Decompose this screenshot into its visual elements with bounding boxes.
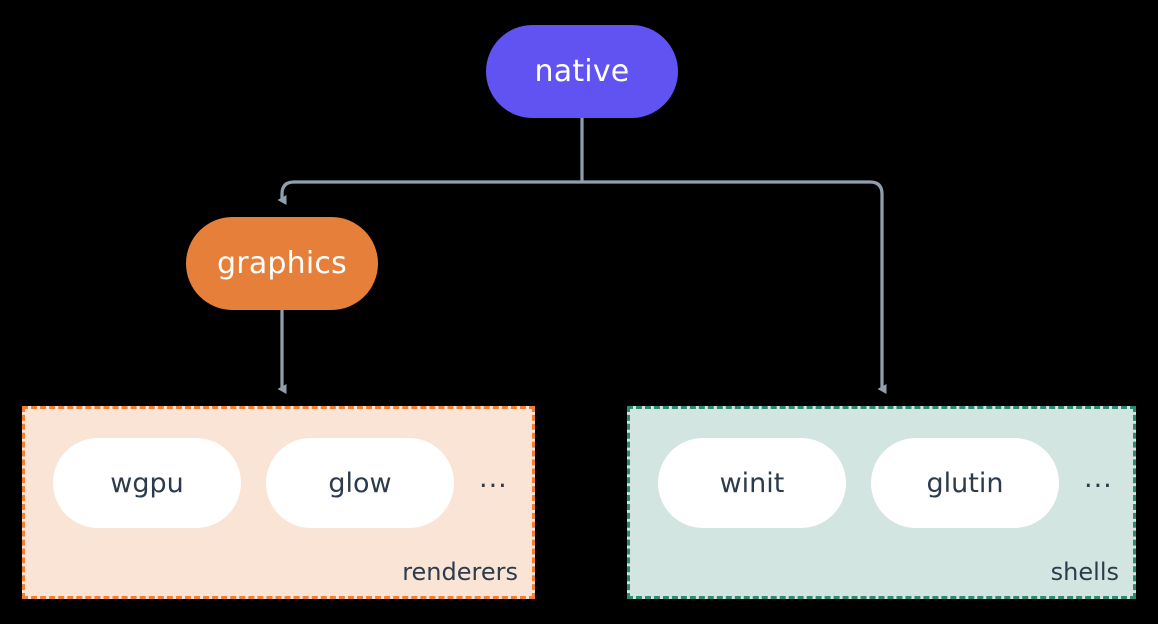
pill-wgpu[interactable]: wgpu: [53, 438, 241, 528]
shells-overflow-ellipsis: ...: [1084, 462, 1113, 494]
group-renderers-items: wgpu glow ...: [53, 438, 508, 528]
pill-glutin[interactable]: glutin: [871, 438, 1059, 528]
edge-native-to-graphics: [277, 180, 582, 205]
group-shells-items: winit glutin ...: [658, 438, 1113, 528]
node-graphics[interactable]: graphics: [186, 217, 378, 310]
group-shells-label: shells: [1050, 558, 1119, 586]
group-renderers-label: renderers: [402, 558, 518, 586]
pill-glow[interactable]: glow: [266, 438, 454, 528]
renderers-overflow-ellipsis: ...: [479, 462, 508, 494]
group-shells[interactable]: winit glutin ... shells: [627, 406, 1136, 599]
edge-native-to-shells: [582, 180, 887, 394]
node-native[interactable]: native: [486, 25, 678, 118]
pill-winit[interactable]: winit: [658, 438, 846, 528]
group-renderers[interactable]: wgpu glow ... renderers: [22, 406, 535, 599]
